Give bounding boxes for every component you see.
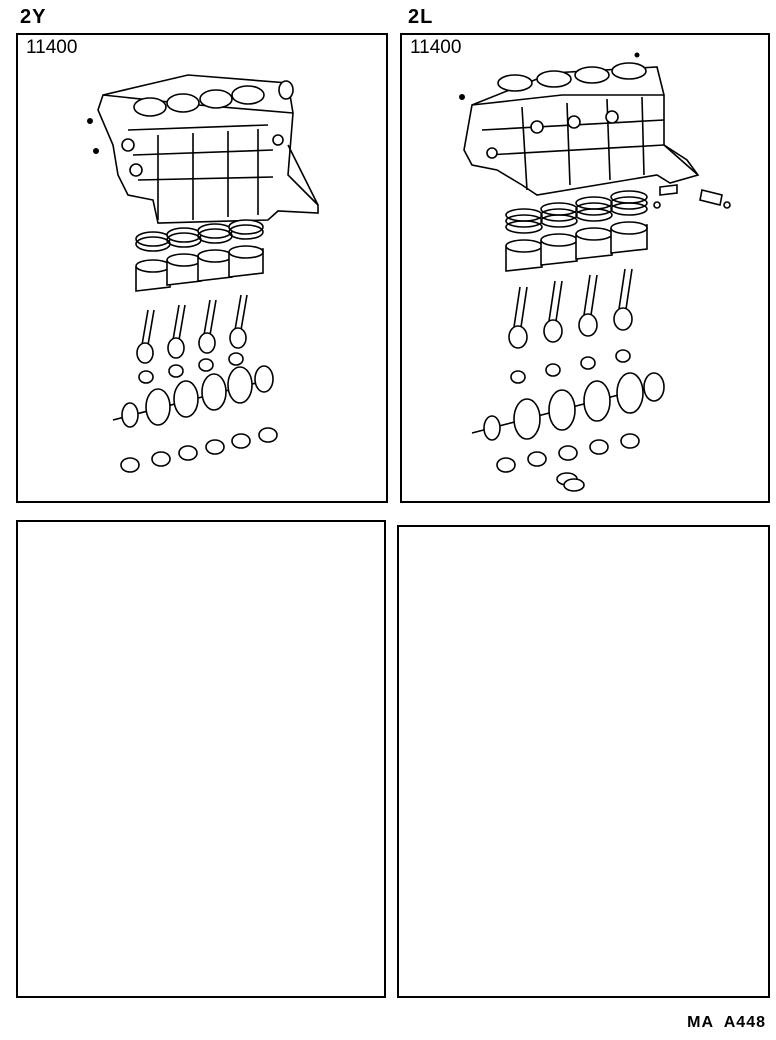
- panel-2l-short-block: 11400: [400, 33, 770, 503]
- part-number-2y: 11400: [26, 37, 78, 58]
- crankshaft-2l: [471, 372, 665, 441]
- empty-panel-right: [397, 525, 770, 998]
- cylinder-block-2y: [87, 74, 319, 224]
- part-number-2l: 11400: [410, 37, 462, 58]
- engine-label-2l: 2L: [408, 6, 434, 28]
- connecting-rods-2y: [136, 294, 248, 364]
- main-bearings-2y: [120, 427, 278, 473]
- piston-rings-2y: [135, 219, 264, 252]
- short-block-illustration-2l: [459, 52, 731, 492]
- rod-bearings-2y: [138, 352, 244, 384]
- pistons-2y: [135, 245, 264, 292]
- engine-label-2y: 2Y: [20, 6, 47, 28]
- empty-panel-left: [16, 520, 386, 998]
- crankshaft-2y: [112, 365, 274, 428]
- pistons-2l: [505, 221, 648, 272]
- panel-2y-short-block: 11400: [16, 33, 388, 503]
- connecting-rods-2l: [508, 268, 633, 349]
- footer-page-code: MA A448: [687, 1014, 766, 1031]
- thrust-washers-2l: [556, 472, 585, 492]
- main-bearings-2l: [496, 433, 640, 473]
- rod-bearings-2l: [510, 349, 631, 384]
- cylinder-block-2l: [459, 52, 731, 209]
- piston-rings-2l: [505, 190, 648, 234]
- short-block-illustration-2y: [87, 74, 319, 473]
